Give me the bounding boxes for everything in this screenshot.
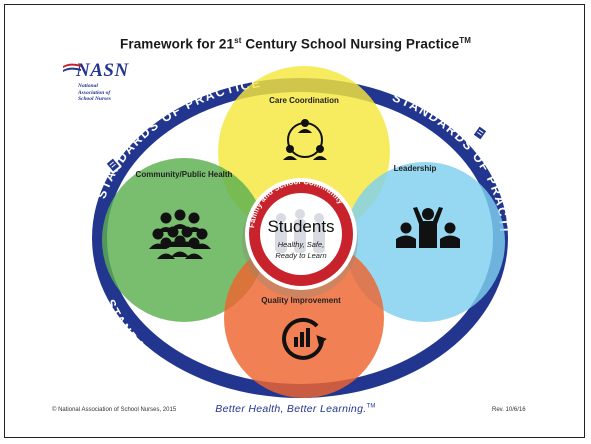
copyright-note: © National Association of School Nurses,… bbox=[52, 407, 177, 413]
label-quality-improvement: Quality Improvement bbox=[261, 296, 341, 305]
tagline: Better Health, Better Learning.TM bbox=[215, 403, 376, 415]
group-circle-icon bbox=[283, 119, 327, 160]
chart-cycle-icon bbox=[282, 317, 327, 360]
page-title: Framework for 21st Century School Nursin… bbox=[120, 36, 471, 52]
label-leadership: Leadership bbox=[394, 164, 437, 173]
clipboard-icon bbox=[103, 155, 122, 174]
flag-swoosh-icon bbox=[63, 63, 81, 72]
label-care-coordination: Care Coordination bbox=[269, 96, 339, 105]
students-subtitle-line2: Ready to Learn bbox=[275, 251, 326, 260]
students-subtitle-line1: Healthy, Safe, bbox=[278, 240, 325, 249]
clipboard-icon bbox=[471, 123, 489, 142]
logo-wordmark: NASN bbox=[76, 60, 129, 81]
students-silhouettes bbox=[275, 209, 325, 253]
students-title: Students bbox=[267, 217, 334, 236]
logo-subtitle: National Association of School Nurses bbox=[78, 83, 111, 102]
students-center: Family and School Community Students Hea… bbox=[245, 177, 357, 290]
revision-note: Rev. 10/6/16 bbox=[492, 407, 526, 413]
label-community-public-health: Community/Public Health bbox=[136, 170, 233, 179]
crowd-icon bbox=[149, 209, 211, 259]
nasn-logo: NASN National Association of School Nurs… bbox=[62, 60, 142, 103]
leader-icon bbox=[396, 207, 460, 248]
